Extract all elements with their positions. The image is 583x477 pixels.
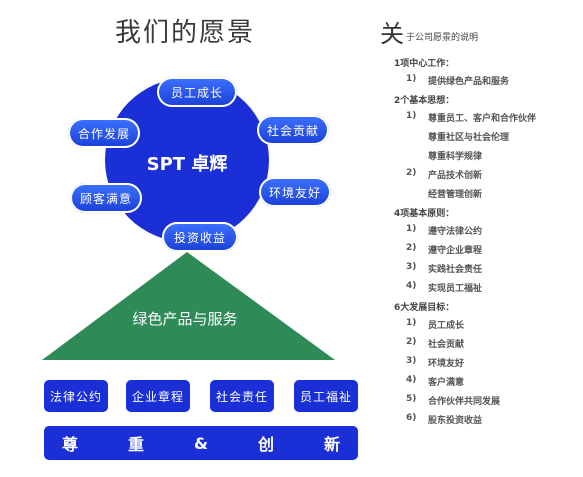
central-circle <box>105 78 269 242</box>
item-number: 3) <box>406 262 417 272</box>
bottom-bar: 尊 重 & 创 新 <box>44 426 358 460</box>
petal-left-top: 合作发展 <box>68 118 140 148</box>
bottom-char: 尊 <box>62 435 79 454</box>
list-item: 尊重科学规律 <box>428 149 580 162</box>
petal-bottom: 投资收益 <box>162 222 238 252</box>
item-number: 1) <box>406 74 417 84</box>
bottom-char: 创 <box>257 435 274 454</box>
bottom-char: 重 <box>128 435 145 454</box>
item-number: 5) <box>406 394 417 404</box>
center-label: SPT 卓辉 <box>146 154 228 175</box>
explanation-section: 1项中心工作： 1) 提供绿色产品和服务 <box>380 56 580 87</box>
item-text: 遵守企业章程 <box>428 246 483 256</box>
item-text: 合作伙伴共同发展 <box>428 397 501 407</box>
item-number: 1) <box>406 318 417 328</box>
section-title: 2个基本思想： <box>394 96 455 106</box>
page-title: 我们的愿景 <box>114 18 255 48</box>
item-text: 遵守法律公约 <box>428 227 483 237</box>
triangle-label: 绿色产品与服务 <box>132 310 238 328</box>
pillar-box: 社会责任 <box>210 380 274 412</box>
list-item: 1) 提供绿色产品和服务 <box>406 74 580 87</box>
list-item: 2) 产品技术创新 <box>406 168 580 181</box>
petal-right-bottom: 环境友好 <box>259 177 331 207</box>
list-item: 经营管理创新 <box>428 187 580 200</box>
item-number: 3) <box>406 356 417 366</box>
pillar-box: 法律公约 <box>44 380 108 412</box>
list-item: 4) 实现员工福祉 <box>406 281 580 294</box>
list-item: 2) 社会贡献 <box>406 337 580 350</box>
explanation-section: 2个基本思想： 1) 尊重员工、客户和合作伙伴尊重社区与社会伦理尊重科学规律 2) 产品… <box>380 93 580 200</box>
list-item: 4) 客户满意 <box>406 375 580 388</box>
list-item: 3) 实践社会责任 <box>406 262 580 275</box>
list-item: 2) 遵守企业章程 <box>406 243 580 256</box>
item-text: 股东投资收益 <box>428 416 483 426</box>
item-number: 2) <box>406 168 417 178</box>
explanation-heading: 关 于公司愿景的说明 <box>380 22 580 46</box>
section-title: 4项基本原则： <box>394 209 455 219</box>
item-number: 1) <box>406 224 417 234</box>
item-number: 2) <box>406 337 417 347</box>
list-item: 6) 股东投资收益 <box>406 413 580 426</box>
list-item: 1) 员工成长 <box>406 318 580 331</box>
list-item: 3) 环境友好 <box>406 356 580 369</box>
item-text: 员工成长 <box>428 321 465 331</box>
section-title: 6大发展目标： <box>394 303 455 313</box>
item-text: 环境友好 <box>428 359 465 369</box>
item-text: 提供绿色产品和服务 <box>428 77 510 87</box>
list-item: 5) 合作伙伴共同发展 <box>406 394 580 407</box>
pillar-box: 企业章程 <box>126 380 190 412</box>
item-number: 4) <box>406 281 417 291</box>
vision-explanation: 关 于公司愿景的说明 1项中心工作： 1) 提供绿色产品和服务 2个基本思想： 1) 尊重… <box>380 22 580 432</box>
item-number: 1) <box>406 111 417 121</box>
pillar-box: 员工福祉 <box>294 380 358 412</box>
petal-top: 员工成长 <box>157 77 237 107</box>
item-number: 6) <box>406 413 417 423</box>
bottom-char: 新 <box>323 435 340 454</box>
item-text: 经营管理创新 <box>428 190 483 200</box>
item-text: 社会贡献 <box>428 340 465 350</box>
petal-right-top: 社会贡献 <box>257 115 329 145</box>
explanation-section: 6大发展目标： 1) 员工成长 2) 社会贡献 3) 环境友好 4) 客户满意 5) 合作伙伴共同发… <box>380 300 580 426</box>
item-text: 客户满意 <box>428 378 465 388</box>
item-number: 2) <box>406 243 417 253</box>
list-item: 尊重社区与社会伦理 <box>428 130 580 143</box>
item-text: 产品技术创新 <box>428 171 483 181</box>
item-text: 实现员工福祉 <box>428 284 483 294</box>
item-text: 实践社会责任 <box>428 265 483 275</box>
heading-initial: 关 <box>380 20 404 48</box>
list-item: 1) 尊重员工、客户和合作伙伴 <box>406 111 580 124</box>
item-text: 尊重科学规律 <box>428 152 483 162</box>
list-item: 1) 遵守法律公约 <box>406 224 580 237</box>
explanation-sections: 1项中心工作： 1) 提供绿色产品和服务 2个基本思想： 1) 尊重员工、客户和合作伙伴尊… <box>380 56 580 426</box>
green-triangle <box>42 252 335 360</box>
item-number: 4) <box>406 375 417 385</box>
item-text: 尊重员工、客户和合作伙伴 <box>428 114 537 124</box>
item-text: 尊重社区与社会伦理 <box>428 133 510 143</box>
petal-left-bottom: 顾客满意 <box>70 183 142 213</box>
explanation-section: 4项基本原则： 1) 遵守法律公约 2) 遵守企业章程 3) 实践社会责任 4) 实现员工福祉 <box>380 206 580 294</box>
section-title: 1项中心工作： <box>394 59 455 69</box>
bottom-char: & <box>194 433 208 453</box>
heading-rest: 于公司愿景的说明 <box>406 33 479 43</box>
